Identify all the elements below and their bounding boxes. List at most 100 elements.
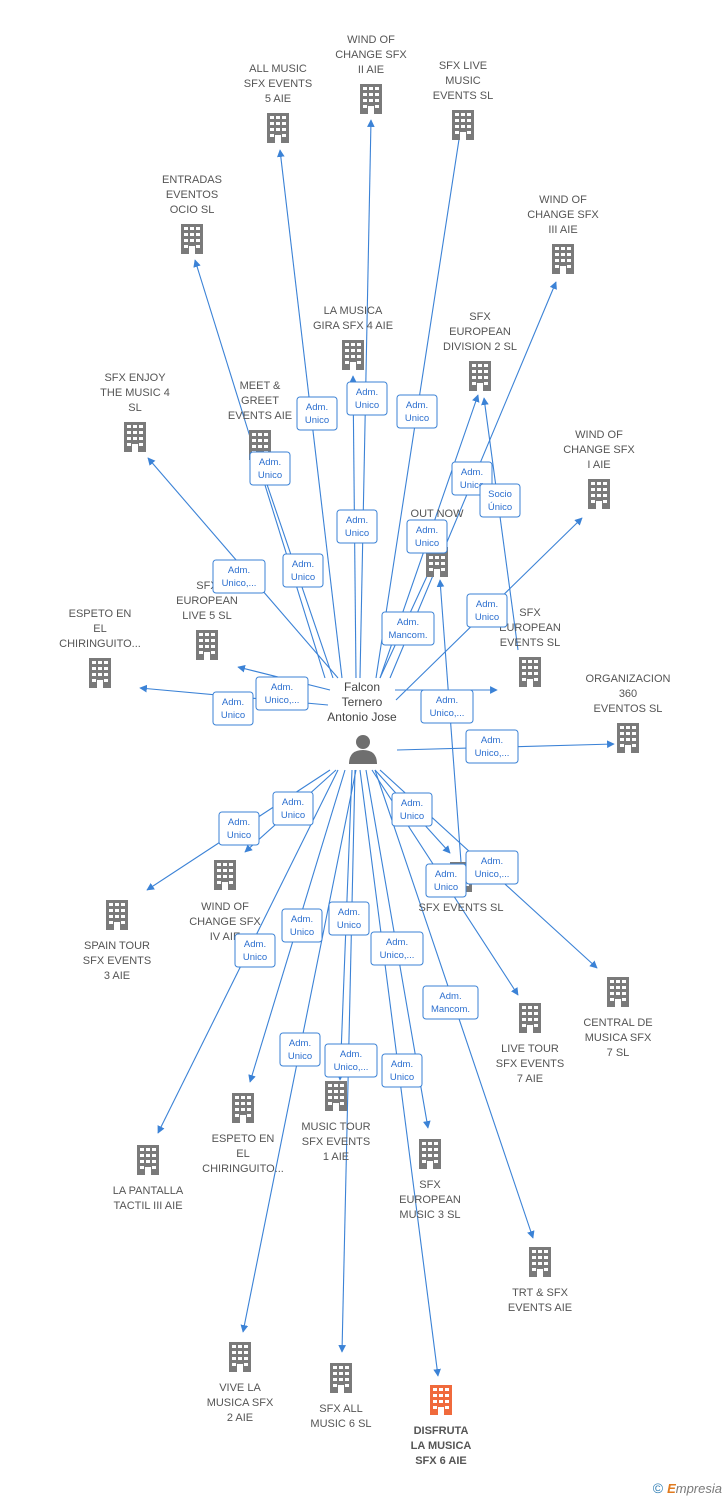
role-badge-box — [391, 792, 433, 827]
role-badge[interactable]: Adm.Unico — [282, 553, 324, 588]
role-badge[interactable]: Adm.Unico,... — [370, 931, 424, 966]
building-icon — [469, 361, 491, 391]
role-badge-box — [212, 559, 266, 594]
company-label: 360 — [619, 688, 637, 700]
role-badge-text: Adm. — [461, 467, 483, 478]
role-badge[interactable]: Adm.Unico — [281, 908, 323, 943]
role-badge[interactable]: Adm.Unico — [234, 933, 276, 968]
company-node-espeto-1[interactable]: ESPETO ENELCHIRINGUITO... — [59, 608, 141, 688]
role-badge[interactable]: Adm.Unico — [218, 811, 260, 846]
role-badge-text: Unico — [290, 927, 314, 938]
role-badge[interactable]: Adm.Mancom. — [422, 985, 479, 1020]
role-badge-box — [370, 931, 424, 966]
role-badge-text: Unico — [288, 1051, 312, 1062]
company-label: SFX EVENTS — [83, 955, 151, 967]
company-label: LIVE 5 SL — [182, 610, 232, 622]
role-badge[interactable]: Adm.Unico — [391, 792, 433, 827]
role-badge[interactable]: Adm.Unico,... — [212, 559, 266, 594]
company-label: SFX EVENTS SL — [419, 902, 504, 914]
company-label: SFX EVENTS — [244, 78, 312, 90]
building-icon — [519, 1003, 541, 1033]
role-badge[interactable]: Adm.Unico — [396, 394, 438, 429]
company-label: WIND OF — [575, 429, 623, 441]
company-node-espeto-2[interactable]: ESPETO ENELCHIRINGUITO... — [202, 1093, 284, 1175]
role-badge-box — [396, 394, 438, 429]
role-badge[interactable]: Adm.Unico — [279, 1032, 321, 1067]
role-badge[interactable]: Adm.Unico — [272, 791, 314, 826]
role-badge-text: Adm. — [222, 697, 244, 708]
role-badge[interactable]: Adm.Unico — [212, 691, 254, 726]
building-icon — [181, 224, 203, 254]
role-badge-text: Unico — [291, 572, 315, 583]
role-badge[interactable]: Adm.Unico — [328, 901, 370, 936]
role-badge-box — [425, 863, 467, 898]
company-label: TACTIL III AIE — [113, 1200, 182, 1212]
role-badge[interactable]: Adm.Unico — [406, 519, 448, 554]
role-badge-text: Único — [488, 502, 512, 513]
building-icon — [330, 1363, 352, 1393]
role-badge-text: Adm. — [282, 797, 304, 808]
role-badge-text: Unico,... — [475, 748, 510, 759]
role-badge[interactable]: Adm.Unico,... — [465, 850, 519, 885]
company-label: MEET & — [240, 380, 281, 392]
role-badge[interactable]: Adm.Unico — [381, 1053, 423, 1088]
role-badge[interactable]: Adm.Unico — [336, 509, 378, 544]
role-badge-text: Adm. — [439, 991, 461, 1002]
role-badge-text: Adm. — [386, 937, 408, 948]
building-icon — [325, 1081, 347, 1111]
role-badge[interactable]: Adm.Unico,... — [420, 689, 474, 724]
company-label: SPAIN TOUR — [84, 940, 150, 952]
role-badge[interactable]: Adm.Mancom. — [381, 611, 435, 646]
role-badge[interactable]: Adm.Unico — [466, 593, 508, 628]
company-label: III AIE — [548, 224, 577, 236]
building-icon — [89, 658, 111, 688]
role-badge[interactable]: Adm. Unico — [249, 451, 291, 486]
company-node-sfx-events[interactable]: SFX EVENTS SL — [419, 862, 504, 914]
role-badge-text: Adm. — [306, 402, 328, 413]
role-badge-box — [272, 791, 314, 826]
role-badge[interactable]: Adm.Unico,... — [255, 676, 309, 711]
company-label: THE MUSIC 4 — [100, 387, 170, 399]
role-badge-text: Unico — [434, 882, 458, 893]
role-badge[interactable]: Adm. Unico — [296, 396, 338, 431]
role-badge-box — [328, 901, 370, 936]
role-badge-text: Adm. — [436, 695, 458, 706]
role-badge[interactable]: Adm.Unico,... — [324, 1043, 378, 1078]
role-badge[interactable]: Adm.Unico — [346, 381, 388, 416]
role-badge-text: Adm. — [259, 457, 281, 468]
role-badge[interactable]: Adm.Unico — [425, 863, 467, 898]
role-badge-text: Unico — [305, 415, 329, 426]
company-label: EVENTOS SL — [594, 703, 663, 715]
role-badge-text: Unico — [258, 470, 282, 481]
role-badge-text: Adm. — [356, 387, 378, 398]
role-badge[interactable]: Adm.Unico,... — [465, 729, 519, 764]
company-label: DISFRUTA — [414, 1425, 469, 1437]
company-label: ALL MUSIC — [249, 63, 307, 75]
